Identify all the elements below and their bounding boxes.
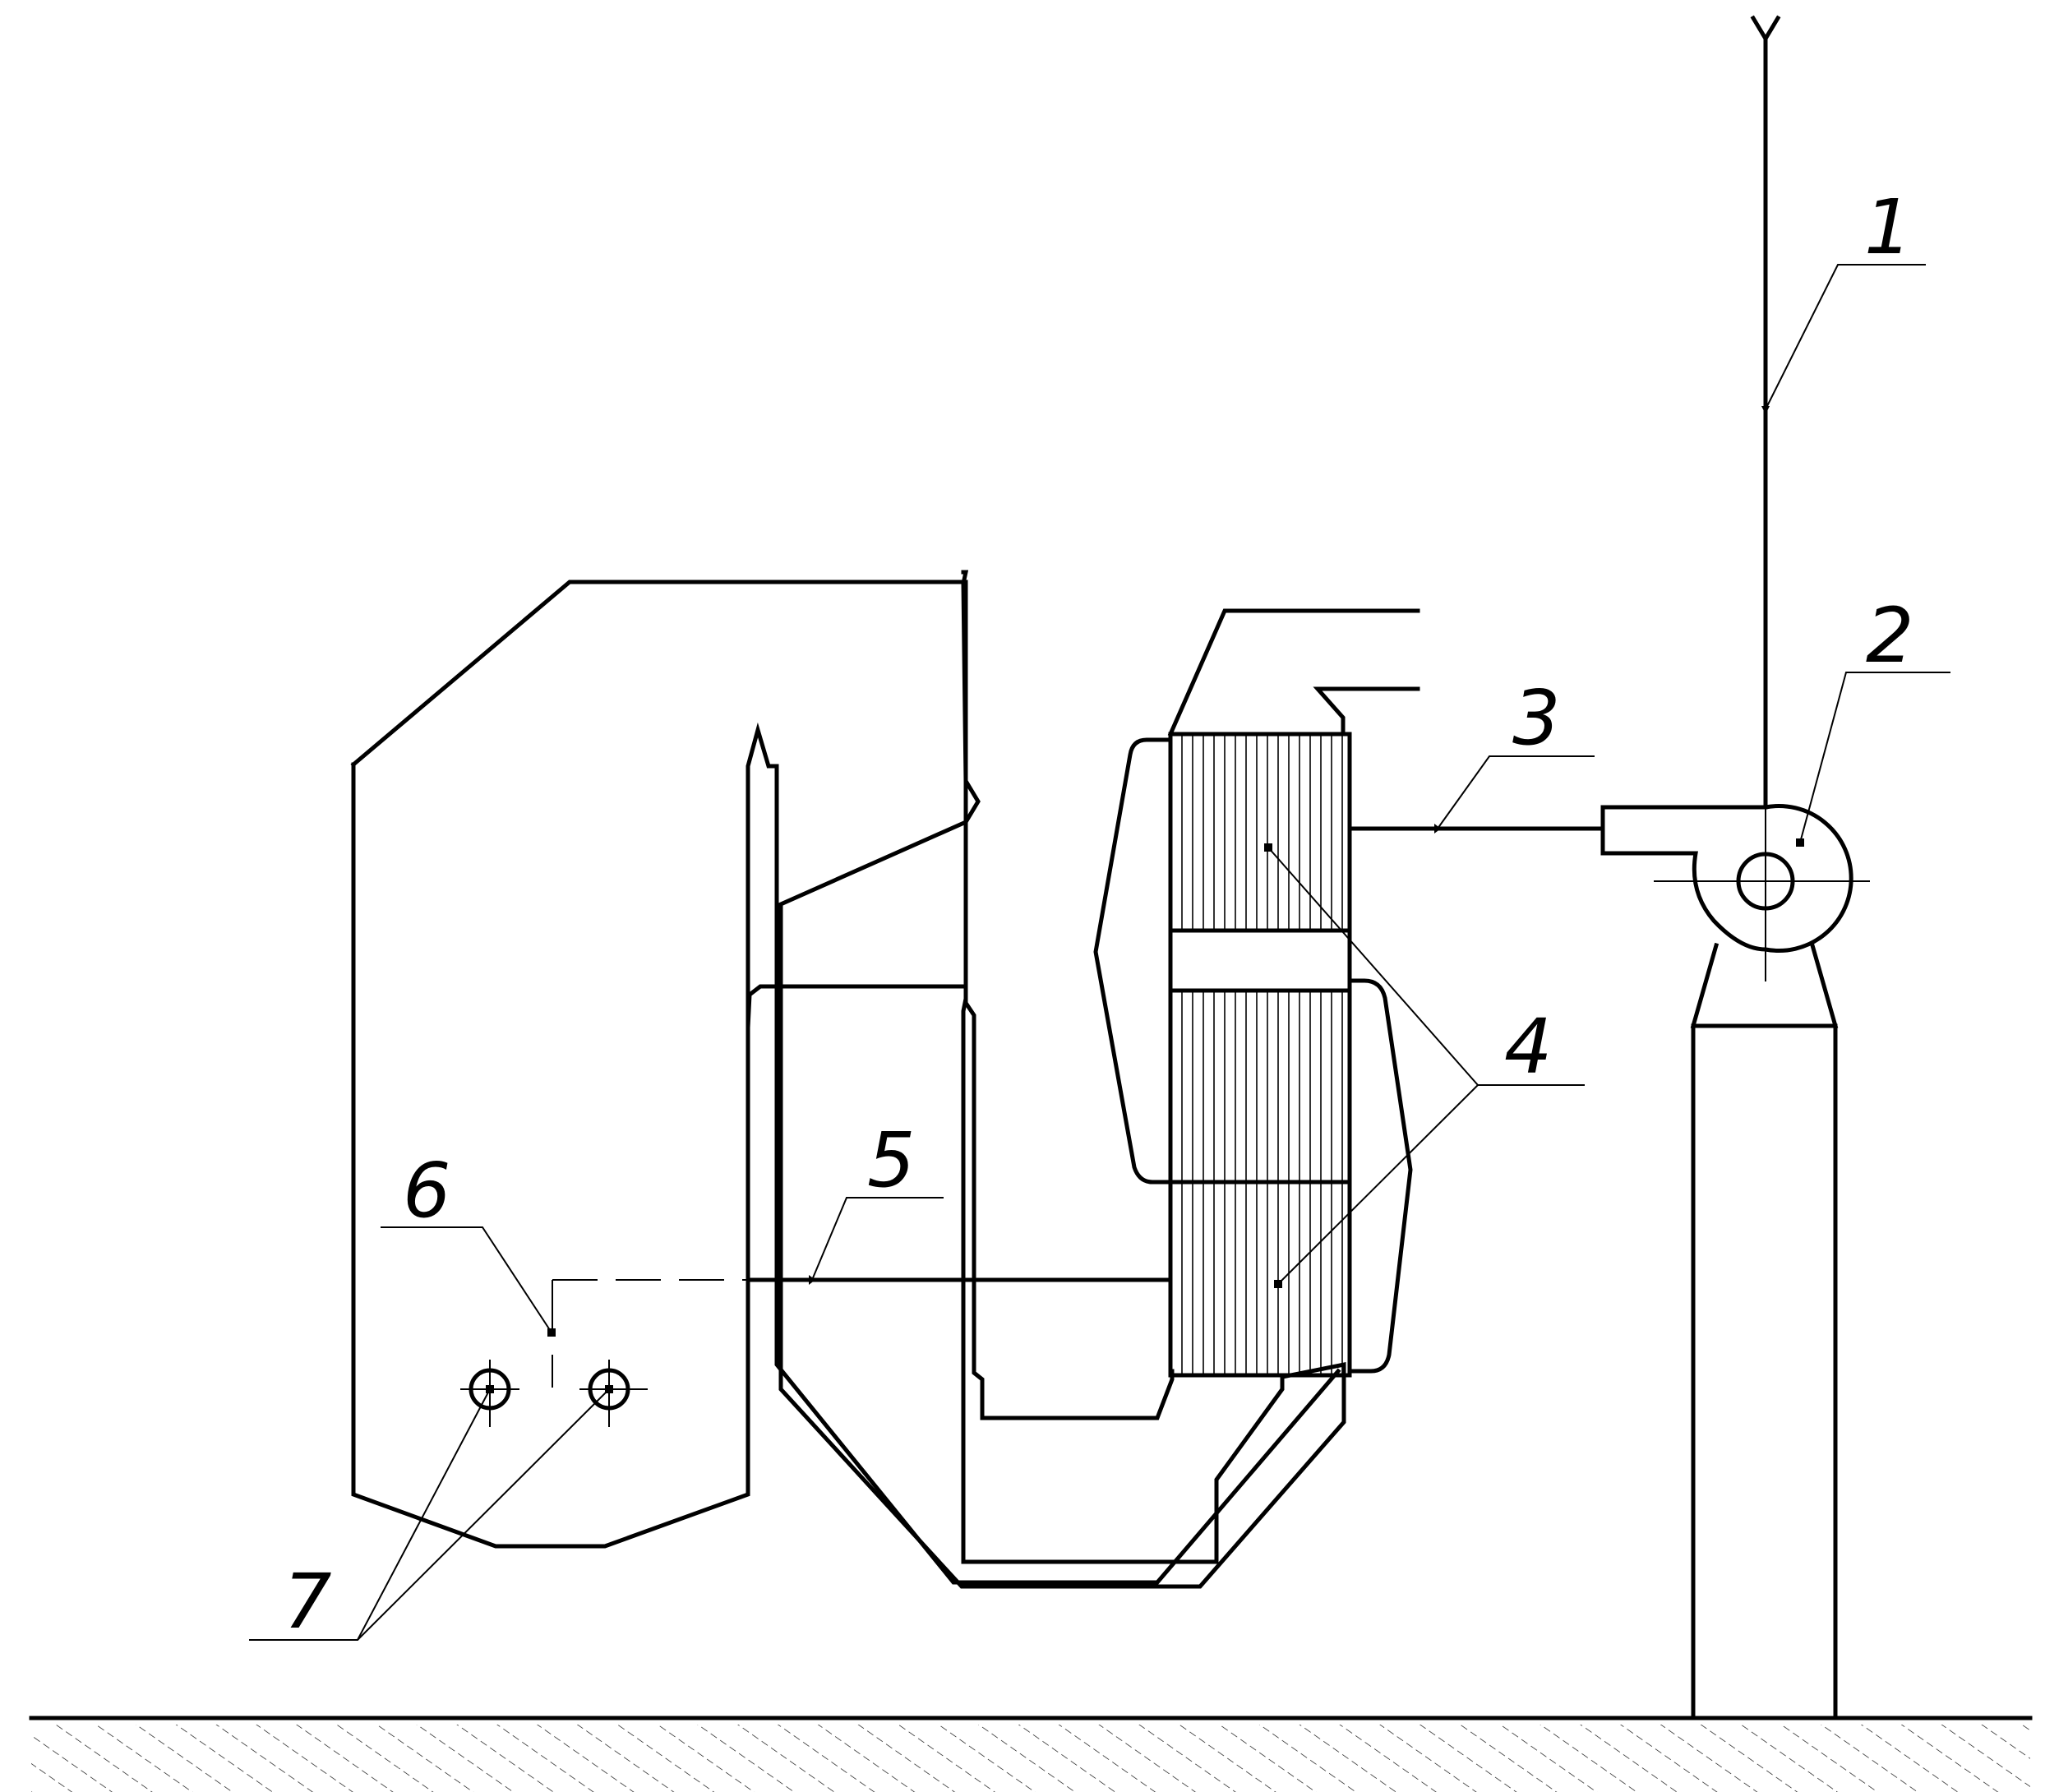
exchanger-point-lower <box>1274 1280 1282 1288</box>
leader-7b <box>357 1388 610 1641</box>
leader-lines <box>249 264 1950 1641</box>
label-3: 3 <box>1512 674 1561 762</box>
fan-support <box>1690 942 1839 1028</box>
chimney-top-fork <box>1750 15 1781 43</box>
leader-2 <box>1799 672 1950 843</box>
furnace-main <box>350 580 1341 1585</box>
tube-bank-upper <box>1181 736 1343 929</box>
leader-3 <box>1437 755 1595 829</box>
return-bend-right <box>1347 978 1413 1374</box>
exchanger-point-upper <box>1264 843 1272 852</box>
heat-exchanger <box>1093 608 1420 1378</box>
furnace-chamber <box>350 580 1175 1420</box>
fan <box>1600 781 1870 1028</box>
label-4: 4 <box>1504 1003 1553 1091</box>
label-5: 5 <box>867 1116 916 1204</box>
leader-6 <box>381 1226 552 1333</box>
label-2: 2 <box>1866 592 1914 680</box>
label-1: 1 <box>1864 183 1913 271</box>
ground-hatching <box>31 1725 2030 1792</box>
leader-4b <box>1277 1084 1479 1285</box>
callout-labels: 1 2 3 4 5 6 7 <box>284 183 1914 1646</box>
chimney <box>1750 15 1781 810</box>
fan-housing <box>1600 804 1853 953</box>
leader-1 <box>1765 264 1926 410</box>
fan-point <box>1796 838 1804 847</box>
exchanger-inlet-hood <box>1167 608 1420 737</box>
ground <box>29 1716 2033 1792</box>
furnace <box>746 570 1346 1589</box>
chimney-flow-marker <box>1761 406 1770 414</box>
label-7: 7 <box>284 1558 332 1646</box>
duct-furnace <box>547 1275 1173 1388</box>
furnace-outer-wall <box>746 570 1346 1589</box>
fan-pedestal <box>1691 1023 1838 1720</box>
furnace-bottom <box>351 722 1341 1585</box>
label-6: 6 <box>403 1147 451 1235</box>
exchanger-outlet-hood <box>1313 686 1420 737</box>
tube-bank-lower <box>1181 992 1343 1374</box>
duct-to-fan <box>1347 824 1605 834</box>
exchanger-shell <box>1168 732 1352 1378</box>
leader-5 <box>811 1197 944 1281</box>
return-bend-left <box>1093 737 1173 1185</box>
